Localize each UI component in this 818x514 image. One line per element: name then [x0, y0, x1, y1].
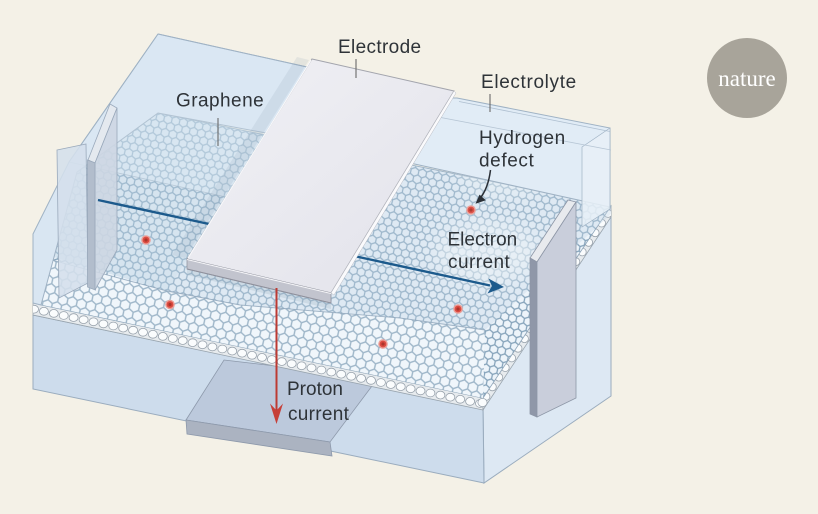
svg-text:Electron: Electron: [448, 230, 518, 251]
svg-text:Graphene: Graphene: [176, 91, 264, 112]
svg-text:Hydrogen: Hydrogen: [479, 128, 566, 149]
svg-text:current: current: [288, 404, 350, 425]
svg-text:Electrode: Electrode: [338, 37, 421, 58]
svg-text:Electrolyte: Electrolyte: [481, 72, 577, 93]
svg-text:nature: nature: [718, 66, 775, 91]
svg-text:Proton: Proton: [287, 379, 343, 400]
svg-text:current: current: [448, 252, 511, 273]
svg-text:defect: defect: [479, 151, 534, 172]
